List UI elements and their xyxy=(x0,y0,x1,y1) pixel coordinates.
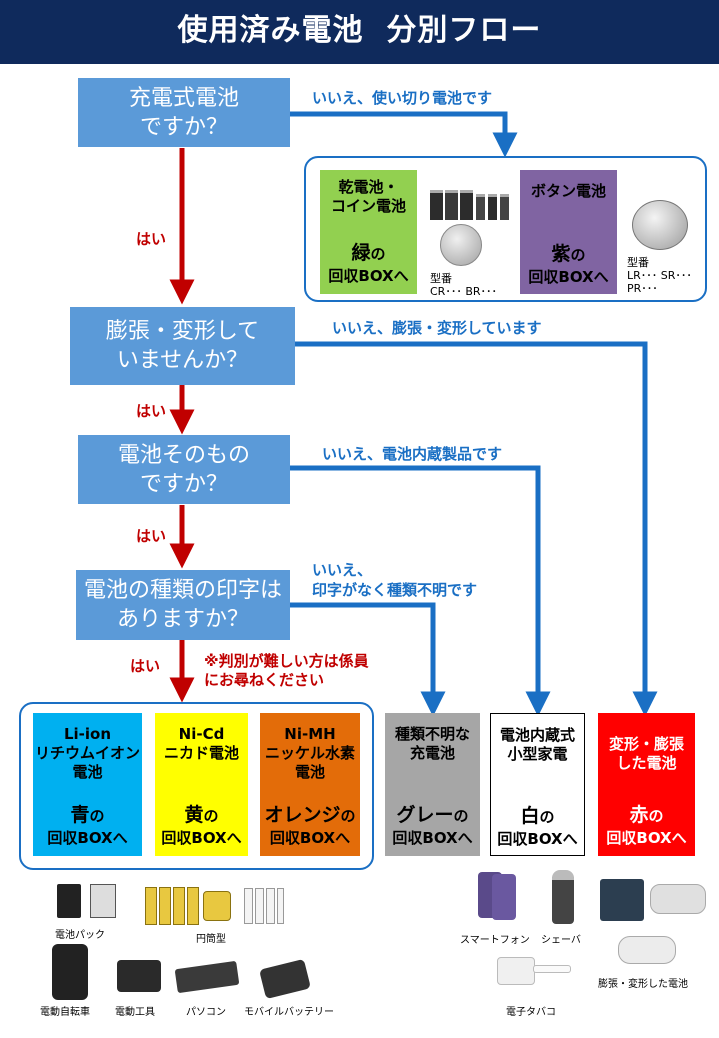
dry-model-text: 型番 CR･･･ BR･･･ xyxy=(430,272,498,298)
battery-pack-image-2 xyxy=(90,884,116,918)
bin-green-no: の xyxy=(370,245,386,263)
caption-pc: パソコン xyxy=(186,1007,226,1018)
caption-swollen: 膨張・変形した電池 xyxy=(598,979,688,990)
e-cigarette-stick-image xyxy=(533,965,571,973)
bin-yellow-color: 黄 xyxy=(184,804,204,826)
swollen-phone-image xyxy=(650,884,706,914)
shaver-image xyxy=(552,870,574,924)
bin-green: 乾電池・ コイン電池 緑の 回収BOXへ xyxy=(320,170,417,294)
caption-ecig: 電子タバコ xyxy=(506,1007,556,1018)
question-rechargeable: 充電式電池 ですか？ xyxy=(78,78,290,147)
question-swollen: 膨張・変形して いませんか？ xyxy=(70,307,295,385)
arrow-no-1 xyxy=(290,111,518,158)
bin-white: 電池内蔵式 小型家電 白の 回収BOXへ xyxy=(490,713,585,856)
bin-white-color: 白 xyxy=(520,805,540,827)
bin-purple-title: ボタン電池 xyxy=(530,182,606,200)
bin-red-title: 変形・膨張 した電池 xyxy=(608,735,684,772)
bin-red: 変形・膨張 した電池 赤の 回収BOXへ xyxy=(598,713,695,856)
dry-cell-image xyxy=(430,186,510,222)
coin-cell-image xyxy=(440,224,482,266)
aa-battery-image xyxy=(244,888,284,924)
answer-yes-1: はい xyxy=(136,230,167,248)
bin-white-title: 電池内蔵式 小型家電 xyxy=(499,726,575,763)
answer-yes-3: はい xyxy=(136,527,167,545)
swollen-pouch-image xyxy=(618,936,676,964)
caption-ebike: 電動自転車 xyxy=(40,1007,90,1018)
bin-white-box: 回収BOXへ xyxy=(497,830,578,848)
bin-gray-color: グレー xyxy=(396,804,454,826)
ebike-battery-image xyxy=(52,944,88,1000)
e-cigarette-image xyxy=(497,957,535,985)
bin-blue: Li-ion リチウムイオン 電池 青の 回収BOXへ xyxy=(33,713,142,856)
answer-no-single-use: いいえ、使い切り電池です xyxy=(312,89,493,107)
power-tool-battery-image xyxy=(117,960,161,992)
bin-purple: ボタン電池 紫の 回収BOXへ xyxy=(520,170,617,294)
bin-blue-no: の xyxy=(89,807,105,825)
bin-purple-no: の xyxy=(570,246,586,264)
answer-yes-4: はい xyxy=(130,657,161,675)
question-battery-itself: 電池そのもの ですか？ xyxy=(78,435,290,504)
page-title: 使用済み電池 分別フロー xyxy=(177,13,542,48)
answer-yes-2: はい xyxy=(136,402,167,420)
button-cell-image xyxy=(632,200,688,250)
battery-pack-image xyxy=(57,884,81,918)
caption-shaver: シェーバ xyxy=(541,935,581,946)
bin-yellow-no: の xyxy=(203,807,219,825)
caption-cylinder: 円筒型 xyxy=(196,934,226,945)
answer-no-built-in: いいえ、電池内蔵製品です xyxy=(322,445,503,463)
bin-red-box: 回収BOXへ xyxy=(606,829,687,847)
bin-yellow: Ni-Cd ニカド電池 黄の 回収BOXへ xyxy=(155,713,248,856)
bin-gray-box: 回収BOXへ xyxy=(392,829,473,847)
smartphone-image-2 xyxy=(492,874,516,920)
bin-blue-title: Li-ion リチウムイオン 電池 xyxy=(34,725,140,781)
bin-orange-title: Ni-MH ニッケル水素 電池 xyxy=(264,725,355,781)
answer-no-swollen: いいえ、膨張・変形しています xyxy=(332,319,542,337)
answer-no-unknown: いいえ、 印字がなく種類不明です xyxy=(312,561,478,599)
caption-tool: 電動工具 xyxy=(115,1007,155,1018)
arrow-no-4 xyxy=(290,602,446,717)
button-model-text: 型番 LR･･･ SR･･･ PR･･･ xyxy=(627,256,692,295)
caption-mobile: モバイルバッテリー xyxy=(244,1007,334,1018)
bin-blue-color: 青 xyxy=(70,804,90,826)
arrow-no-2 xyxy=(295,341,658,717)
bin-gray-title: 種類不明な 充電池 xyxy=(394,725,470,762)
bin-yellow-title: Ni-Cd ニカド電池 xyxy=(163,725,239,762)
bin-purple-color: 紫 xyxy=(551,243,571,265)
bin-red-color: 赤 xyxy=(629,804,649,826)
question-print: 電池の種類の印字は ありますか？ xyxy=(76,570,290,640)
cylinder-battery-image xyxy=(145,885,235,927)
bin-purple-box: 回収BOXへ xyxy=(528,268,609,286)
bin-red-no: の xyxy=(648,807,664,825)
bin-orange: Ni-MH ニッケル水素 電池 オレンジの 回収BOXへ xyxy=(260,713,360,856)
bin-green-box: 回収BOXへ xyxy=(328,267,409,285)
arrow-no-3 xyxy=(290,465,551,717)
bin-orange-color: オレンジ xyxy=(264,804,341,826)
bin-yellow-box: 回収BOXへ xyxy=(161,829,242,847)
caption-phone: スマートフォン xyxy=(460,935,530,946)
bin-blue-box: 回収BOXへ xyxy=(47,829,128,847)
note-ask-staff: ※判別が難しい方は係員 にお尋ねください xyxy=(204,652,369,689)
bin-green-title: 乾電池・ コイン電池 xyxy=(330,178,406,215)
bin-gray-no: の xyxy=(453,807,469,825)
bin-orange-box: 回収BOXへ xyxy=(269,829,351,847)
bin-green-color: 緑 xyxy=(351,242,371,264)
header-bar xyxy=(0,0,719,64)
swollen-battery-image xyxy=(600,879,644,921)
bin-white-no: の xyxy=(539,808,555,826)
caption-battery-pack: 電池パック xyxy=(55,930,105,941)
bin-orange-no: の xyxy=(340,807,356,825)
bin-gray: 種類不明な 充電池 グレーの 回収BOXへ xyxy=(385,713,480,856)
